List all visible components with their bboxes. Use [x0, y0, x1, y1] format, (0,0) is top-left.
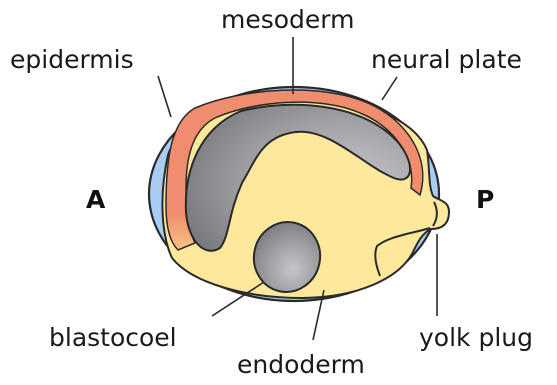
label-epidermis: epidermis: [10, 45, 134, 74]
leader-neural-plate: [382, 77, 397, 100]
leader-epidermis: [158, 76, 171, 117]
label-blastocoel: blastocoel: [49, 323, 177, 352]
label-yolk-plug: yolk plug: [419, 323, 533, 352]
label-neural-plate: neural plate: [371, 45, 522, 74]
label-anterior: A: [86, 185, 106, 214]
label-mesoderm: mesoderm: [221, 5, 355, 34]
label-posterior: P: [476, 185, 494, 214]
label-endoderm: endoderm: [237, 350, 365, 379]
